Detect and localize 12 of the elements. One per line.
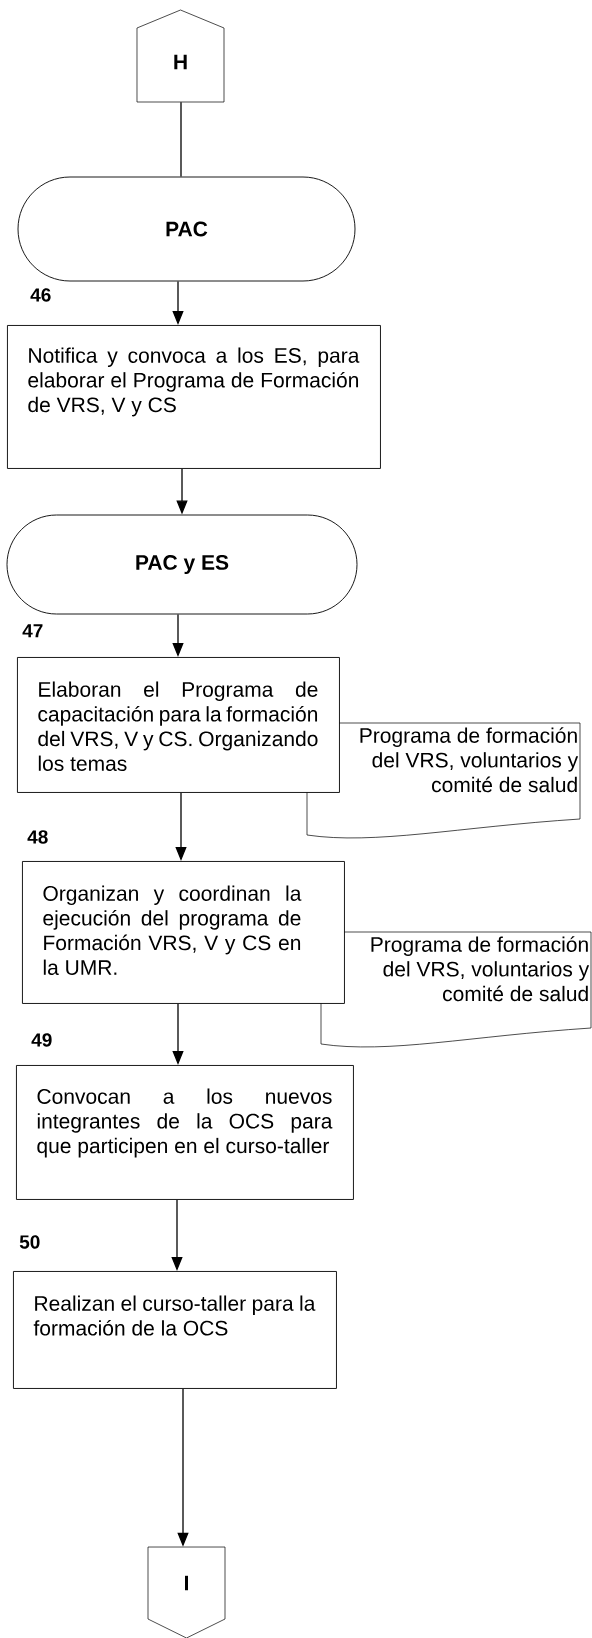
offpage-connector: H [136, 9, 225, 103]
process-box: Notifica y convoca a los ES, para elaborar el Programa de Formación de VRS, V y CS [7, 325, 381, 469]
step-number: 49 [31, 1033, 52, 1047]
process-box: Organizan y coordinan la ejecución del programa de Formación VRS, V y CS en la UMR. [22, 861, 345, 1004]
offpage-connector: I [147, 1546, 226, 1638]
step-number: 46 [30, 288, 51, 302]
step-number: 50 [19, 1235, 40, 1249]
step-number: 48 [27, 830, 48, 844]
process-box: Convocan a los nuevos integrantes de la OCS para que participen en el curso-taller [16, 1065, 354, 1200]
process-box: Elaboran el Programa de capacitación para la formación del VRS, V y CS. Organizando los temas [17, 657, 340, 793]
step-number: 47 [22, 624, 43, 638]
process-box: Realizan el curso-taller para la formación de la OCS [13, 1271, 337, 1389]
